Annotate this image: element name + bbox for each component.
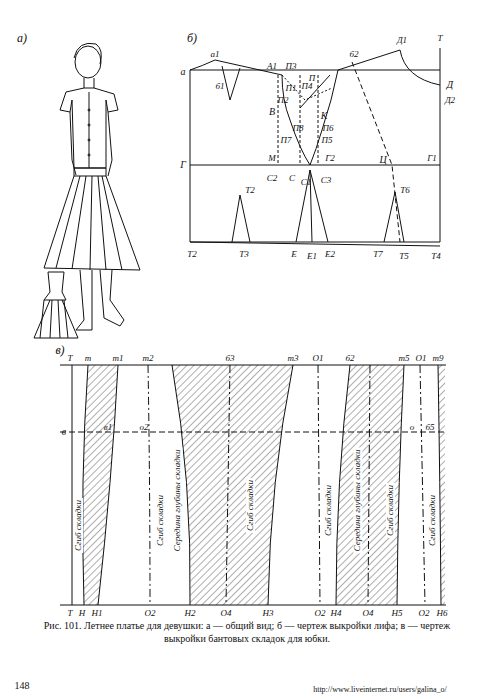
point-label: Н3 bbox=[263, 609, 274, 618]
point-label: Т3 bbox=[239, 250, 249, 259]
fold-note: Сгиб складки bbox=[155, 493, 164, 548]
point-label: т bbox=[85, 354, 92, 363]
fold-note: Сгиб складки bbox=[323, 483, 332, 538]
point-label: б1 bbox=[215, 82, 224, 91]
point-label: Т bbox=[67, 354, 72, 363]
point-label: С bbox=[289, 174, 295, 183]
point-label: А1 bbox=[267, 62, 277, 71]
point-label: http://www.liveinternet.ru/users/galina_… bbox=[313, 686, 447, 694]
point-label: Д2 bbox=[445, 96, 455, 105]
point-label: Е2 bbox=[325, 250, 335, 259]
fold-note: Сгиб складки bbox=[427, 493, 436, 548]
bodice-draft bbox=[190, 48, 440, 246]
fold-note: Сгиб складки bbox=[73, 498, 82, 553]
point-label: П bbox=[309, 74, 316, 83]
point-label: б2 bbox=[345, 354, 354, 363]
point-label: М bbox=[268, 154, 276, 163]
point-label: о bbox=[410, 423, 415, 432]
point-label: П7 bbox=[281, 136, 292, 145]
point-label: а) bbox=[17, 32, 27, 44]
dress-figure bbox=[34, 43, 140, 338]
point-label: б5 bbox=[425, 423, 434, 432]
point-label: в bbox=[62, 427, 66, 437]
point-label: Т5 bbox=[399, 252, 409, 261]
point-label: Г bbox=[180, 160, 186, 170]
point-label: О1 bbox=[416, 354, 427, 363]
point-label: П2 bbox=[278, 96, 289, 105]
point-label: Н5 bbox=[392, 609, 403, 618]
point-label: в) bbox=[55, 344, 64, 356]
figure-caption: Рис. 101. Летнее платье для девушки: а —… bbox=[40, 620, 454, 645]
point-label: б3 bbox=[225, 354, 234, 363]
point-label: б2 bbox=[349, 50, 358, 59]
point-label: П3 bbox=[286, 62, 297, 71]
point-label: О2 bbox=[145, 609, 156, 618]
point-label: Ц bbox=[379, 155, 386, 165]
point-label: П5 bbox=[322, 136, 333, 145]
point-label: С3 bbox=[321, 176, 332, 185]
point-label: т2 bbox=[143, 354, 154, 363]
point-label: т9 bbox=[433, 354, 444, 363]
point-label: Т bbox=[437, 34, 442, 43]
point-label: Д bbox=[447, 80, 453, 90]
point-label: Т4 bbox=[431, 252, 441, 261]
point-label: т1 bbox=[113, 354, 124, 363]
fold-note: Середина глубины складки bbox=[354, 447, 363, 553]
fold-note: Середина глубины складки bbox=[174, 447, 183, 553]
fold-note: Сгиб складки bbox=[245, 478, 254, 533]
point-label: Т7 bbox=[373, 250, 383, 259]
point-label: Н4 bbox=[331, 609, 342, 618]
point-label: Г2 bbox=[325, 154, 335, 163]
point-label: т5 bbox=[399, 354, 410, 363]
point-label: б) bbox=[187, 32, 197, 44]
point-label: Т2 bbox=[187, 250, 197, 259]
point-label: Н1 bbox=[92, 609, 103, 618]
point-label: Е1 bbox=[307, 252, 317, 261]
point-label: О4 bbox=[221, 609, 232, 618]
point-label: П4 bbox=[302, 82, 313, 91]
point-label: С2 bbox=[267, 174, 278, 183]
point-label: Г1 bbox=[427, 154, 437, 163]
point-label: т3 bbox=[288, 354, 299, 363]
point-label: Н6 bbox=[437, 609, 448, 618]
point-label: Е bbox=[291, 250, 297, 259]
point-label: Т2 bbox=[245, 186, 255, 195]
point-label: О1 bbox=[313, 354, 324, 363]
point-label: о2 bbox=[140, 423, 149, 432]
pleat-draft bbox=[60, 365, 446, 605]
point-label: П1 bbox=[286, 84, 297, 93]
point-label: О4 bbox=[363, 609, 374, 618]
point-label: Т bbox=[67, 609, 72, 618]
point-label: П6 bbox=[323, 124, 334, 133]
point-label: В bbox=[269, 107, 275, 117]
point-label: П8 bbox=[293, 124, 304, 133]
point-label: Н bbox=[79, 609, 86, 618]
point-label: О2 bbox=[419, 609, 430, 618]
point-label: Н2 bbox=[185, 609, 196, 618]
fold-note: Сгиб складки bbox=[385, 483, 394, 538]
point-label: а bbox=[181, 67, 186, 77]
point-label: О2 bbox=[315, 609, 326, 618]
point-label: С1 bbox=[301, 178, 312, 187]
point-label: а1 bbox=[211, 50, 220, 59]
point-label: 148 bbox=[15, 681, 30, 691]
point-label: К bbox=[321, 111, 328, 121]
point-label: Т6 bbox=[400, 186, 410, 195]
point-label: Д1 bbox=[397, 36, 407, 45]
point-label: в1 bbox=[104, 423, 112, 432]
